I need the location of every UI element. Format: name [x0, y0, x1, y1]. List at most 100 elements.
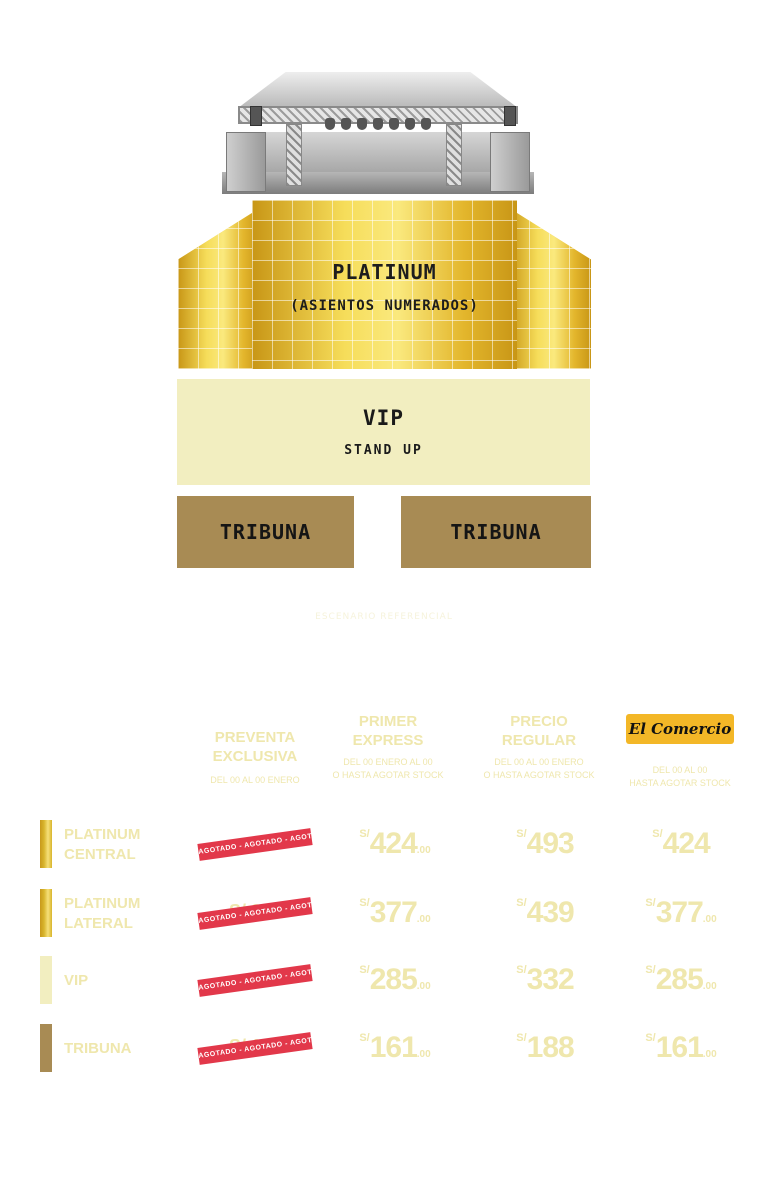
- zone-color-swatch: [40, 889, 52, 937]
- preventa-price: S/ 329 AGOTADO - AGOTADO - AGOTADO - AGO…: [197, 897, 313, 931]
- zone-platinum[interactable]: PLATINUM (ASIENTOS NUMERADOS): [178, 200, 591, 369]
- spotlight-icon: [389, 118, 399, 130]
- regular-price: S/332: [480, 958, 610, 1002]
- price-decimals: .00: [416, 914, 431, 925]
- speaker-icon: [504, 106, 516, 126]
- platinum-lateral-right[interactable]: [509, 208, 591, 369]
- price-decimals: .00: [702, 914, 717, 925]
- tribuna-label: TRIBUNA: [450, 520, 542, 544]
- currency: S/: [645, 1032, 656, 1044]
- price-amount: 161: [369, 1031, 418, 1064]
- column-el-comercio: El Comercio DEL 00 AL 00 HASTA AGOTAR ST…: [618, 714, 742, 790]
- el-comercio-price: S/424: [616, 822, 746, 866]
- spotlight-icon: [357, 118, 367, 130]
- currency: S/: [359, 964, 370, 976]
- price-amount: 439: [526, 896, 575, 929]
- platinum-title: PLATINUM: [332, 260, 437, 284]
- price-amount: 161: [655, 1031, 704, 1064]
- express-price: S/161.00: [330, 1026, 460, 1070]
- sold-out-ribbon: AGOTADO - AGOTADO - AGOTADO - AGOTADO: [197, 964, 313, 997]
- currency: S/: [359, 897, 370, 909]
- speaker-icon: [250, 106, 262, 126]
- spotlight-icon: [421, 118, 431, 130]
- price-row-platinum-central: PLATINUM CENTRAL AGOTADO - AGOTADO - AGO…: [40, 820, 740, 870]
- zone-name: PLATINUM LATERAL: [64, 895, 141, 932]
- currency: S/: [516, 897, 527, 909]
- stage-roof: [238, 72, 518, 108]
- regular-price: S/188: [480, 1026, 610, 1070]
- column-note: DEL 00 AL 00 ENERO: [210, 775, 300, 785]
- vip-subtitle: STAND UP: [344, 443, 423, 458]
- vip-title: VIP: [363, 406, 404, 430]
- regular-price: S/439: [480, 891, 610, 935]
- price-decimals: .00: [702, 981, 717, 992]
- speaker-icon: [490, 132, 530, 192]
- column-preventa: PREVENTA EXCLUSIVA DEL 00 AL 00 ENERO: [195, 728, 315, 787]
- spotlight-icon: [325, 118, 335, 130]
- zone-name: VIP: [64, 972, 89, 989]
- price-amount: 377: [655, 896, 704, 929]
- zone-tribuna-right[interactable]: TRIBUNA: [401, 496, 591, 568]
- price-amount: 377: [369, 896, 418, 929]
- stage-illustration: [222, 72, 534, 197]
- price-decimals: .00: [416, 981, 431, 992]
- truss-tower: [286, 124, 302, 186]
- platinum-central[interactable]: [252, 200, 517, 369]
- price-amount: 424: [662, 827, 711, 860]
- column-title: PREVENTA EXCLUSIVA: [212, 729, 298, 765]
- map-note: ESCENARIO REFERENCIAL: [315, 612, 453, 622]
- zone-color-swatch: [40, 1024, 52, 1072]
- currency: S/: [359, 1032, 370, 1044]
- zone-name: TRIBUNA: [64, 1040, 132, 1057]
- price-amount: 285: [655, 963, 704, 996]
- column-note: DEL 00 AL 00 HASTA AGOTAR STOCK: [629, 765, 731, 788]
- express-price: S/377.00: [330, 891, 460, 935]
- preventa-price: S/ 120 AGOTADO - AGOTADO - AGOTADO - AGO…: [197, 1032, 313, 1066]
- column-title: PRIMER EXPRESS: [352, 713, 424, 749]
- zone-tribuna-left[interactable]: TRIBUNA: [177, 496, 354, 568]
- column-express: PRIMER EXPRESS DEL 00 ENERO AL 00 O HAST…: [320, 712, 456, 782]
- column-note: DEL 00 AL 00 ENERO O HASTA AGOTAR STOCK: [483, 757, 595, 780]
- truss-tower: [446, 124, 462, 186]
- column-regular: PRECIO REGULAR DEL 00 AL 00 ENERO O HAST…: [466, 712, 612, 782]
- currency: S/: [652, 828, 663, 840]
- price-decimals: .00: [416, 845, 431, 856]
- el-comercio-price: S/161.00: [616, 1026, 746, 1070]
- express-price: S/285.00: [330, 958, 460, 1002]
- zone-color-swatch: [40, 956, 52, 1004]
- el-comercio-logo: El Comercio: [626, 714, 734, 744]
- currency: S/: [516, 964, 527, 976]
- price-decimals: .00: [416, 1049, 431, 1060]
- currency: S/: [645, 964, 656, 976]
- sold-out-ribbon: AGOTADO - AGOTADO - AGOTADO - AGOTADO: [197, 828, 313, 861]
- stage-base: [222, 172, 534, 194]
- column-title: PRECIO REGULAR: [501, 713, 577, 749]
- price-amount: 188: [526, 1031, 575, 1064]
- zone-name: PLATINUM CENTRAL: [64, 826, 141, 863]
- regular-price: S/493: [480, 822, 610, 866]
- platinum-lateral-left[interactable]: [178, 208, 260, 369]
- stage-lights: [322, 116, 434, 132]
- platinum-subtitle: (ASIENTOS NUMERADOS): [290, 298, 479, 314]
- price-amount: 332: [526, 963, 575, 996]
- price-decimals: .00: [702, 1049, 717, 1060]
- express-price: S/424.00: [330, 822, 460, 866]
- price-row-tribuna: TRIBUNA S/ 120 AGOTADO - AGOTADO - AGOTA…: [40, 1024, 740, 1074]
- price-amount: 285: [369, 963, 418, 996]
- spotlight-icon: [405, 118, 415, 130]
- column-note: DEL 00 ENERO AL 00 O HASTA AGOTAR STOCK: [332, 757, 444, 780]
- price-amount: 493: [526, 827, 575, 860]
- zone-color-swatch: [40, 820, 52, 868]
- spotlight-icon: [373, 118, 383, 130]
- speaker-icon: [226, 132, 266, 192]
- currency: S/: [516, 828, 527, 840]
- zone-vip[interactable]: VIP STAND UP: [177, 379, 590, 485]
- preventa-price: AGOTADO - AGOTADO - AGOTADO - AGOTADO: [197, 964, 313, 998]
- currency: S/: [645, 897, 656, 909]
- tribuna-label: TRIBUNA: [219, 520, 312, 544]
- price-row-platinum-lateral: PLATINUM LATERAL S/ 329 AGOTADO - AGOTAD…: [40, 889, 740, 939]
- currency: S/: [359, 828, 370, 840]
- price-amount: 424: [369, 827, 418, 860]
- el-comercio-price: S/377.00: [616, 891, 746, 935]
- el-comercio-price: S/285.00: [616, 958, 746, 1002]
